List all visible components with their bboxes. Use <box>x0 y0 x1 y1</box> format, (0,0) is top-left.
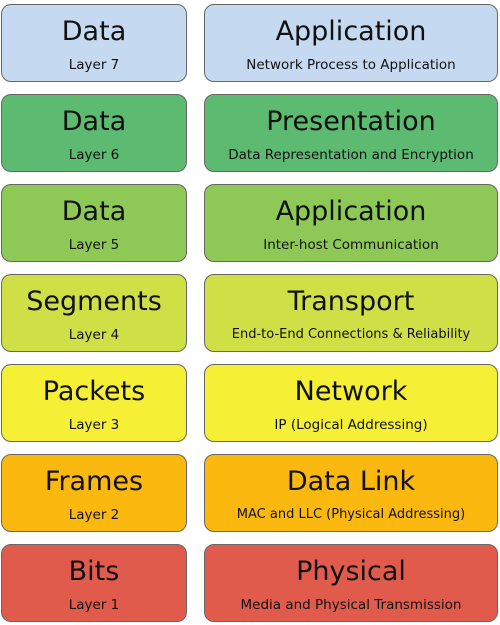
data-unit-label: Data <box>61 16 127 47</box>
layer-row-7: Data Layer 7 Application Network Process… <box>0 4 500 85</box>
layer-description: Data Representation and Encryption <box>228 147 474 163</box>
layer-name-box: Physical Media and Physical Transmission <box>204 544 498 622</box>
layer-number-label: Layer 6 <box>68 147 120 163</box>
data-unit-box: Bits Layer 1 <box>1 544 187 622</box>
layer-number-label: Layer 1 <box>68 597 120 613</box>
layer-name-box: Transport End-to-End Connections & Relia… <box>204 274 498 352</box>
data-unit-label: Bits <box>68 556 120 587</box>
data-unit-box: Data Layer 5 <box>1 184 187 262</box>
layer-name-box: Application Network Process to Applicati… <box>204 4 498 82</box>
layer-name: Transport <box>287 286 415 317</box>
layer-number-label: Layer 4 <box>68 327 120 343</box>
data-unit-box: Segments Layer 4 <box>1 274 187 352</box>
data-unit-label: Data <box>61 106 127 137</box>
layer-row-1: Bits Layer 1 Physical Media and Physical… <box>0 544 500 625</box>
layer-number-label: Layer 3 <box>68 417 120 433</box>
layer-name-box: Application Inter-host Communication <box>204 184 498 262</box>
data-unit-box: Data Layer 6 <box>1 94 187 172</box>
layer-row-5: Data Layer 5 Application Inter-host Comm… <box>0 184 500 265</box>
layer-name: Data Link <box>286 466 416 497</box>
layer-name-box: Network IP (Logical Addressing) <box>204 364 498 442</box>
layer-name-box: Data Link MAC and LLC (Physical Addressi… <box>204 454 498 532</box>
data-unit-label: Frames <box>44 466 144 497</box>
layer-name: Application <box>275 16 427 47</box>
layer-description: Media and Physical Transmission <box>240 597 462 613</box>
data-unit-box: Data Layer 7 <box>1 4 187 82</box>
layer-name: Presentation <box>266 106 436 137</box>
layer-row-6: Data Layer 6 Presentation Data Represent… <box>0 94 500 175</box>
layer-description: MAC and LLC (Physical Addressing) <box>236 507 466 522</box>
layer-row-4: Segments Layer 4 Transport End-to-End Co… <box>0 274 500 355</box>
data-unit-box: Frames Layer 2 <box>1 454 187 532</box>
layer-description: End-to-End Connections & Reliability <box>231 327 471 342</box>
layer-number-label: Layer 7 <box>68 57 120 73</box>
layer-name-box: Presentation Data Representation and Enc… <box>204 94 498 172</box>
layer-number-label: Layer 5 <box>68 237 120 253</box>
data-unit-label: Segments <box>26 286 162 317</box>
layer-description: Inter-host Communication <box>263 237 439 253</box>
layer-name: Network <box>294 376 408 407</box>
layer-row-2: Frames Layer 2 Data Link MAC and LLC (Ph… <box>0 454 500 535</box>
layer-description: Network Process to Application <box>246 57 456 73</box>
data-unit-box: Packets Layer 3 <box>1 364 187 442</box>
data-unit-label: Packets <box>42 376 146 407</box>
layer-description: IP (Logical Addressing) <box>274 417 428 433</box>
data-unit-label: Data <box>61 196 127 227</box>
layer-number-label: Layer 2 <box>68 507 120 523</box>
layer-name: Physical <box>296 556 406 587</box>
layer-row-3: Packets Layer 3 Network IP (Logical Addr… <box>0 364 500 445</box>
layer-name: Application <box>275 196 427 227</box>
